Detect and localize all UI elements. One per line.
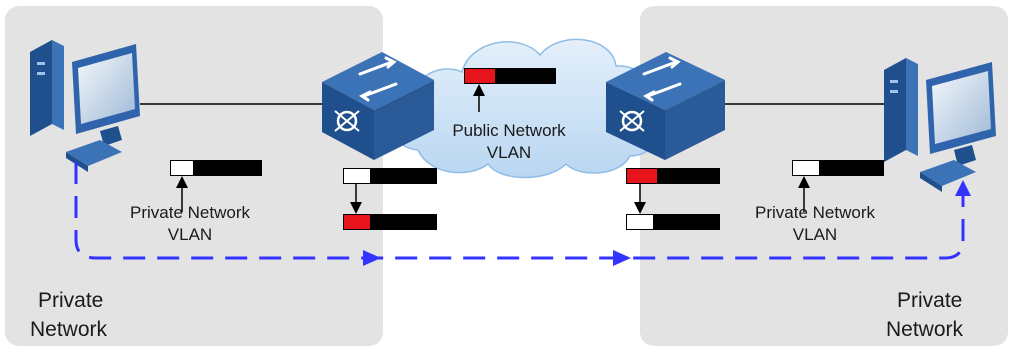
frame-right-untagged	[626, 214, 720, 230]
private-network-left-label-line1: Private	[38, 289, 103, 312]
pc-icon-right	[884, 58, 996, 192]
private-vlan-left-label-line2: VLAN	[168, 225, 212, 244]
private-vlan-right-label-line1: Private Network	[755, 203, 875, 222]
pc-icon-left	[30, 40, 140, 172]
private-network-left-label-line2: Network	[30, 318, 108, 341]
frame-left-double-tagged	[343, 214, 437, 230]
private-network-right-label-line1: Private	[897, 289, 962, 312]
frame-left-untagged	[343, 168, 437, 184]
frame-private-right	[792, 160, 884, 176]
public-network-label-line2: VLAN	[487, 143, 531, 162]
switch-icon-right	[606, 52, 725, 160]
frame-public-vlan	[464, 68, 556, 84]
private-vlan-right-label-line2: VLAN	[793, 225, 837, 244]
public-network-label-line1: Public Network	[452, 121, 566, 140]
frame-private-left	[170, 160, 262, 176]
private-vlan-left-label-line1: Private Network	[130, 203, 250, 222]
frame-right-double-tagged	[626, 168, 720, 184]
private-network-right-label-line2: Network	[886, 318, 964, 341]
traffic-flow-arrow	[74, 162, 971, 266]
switch-icon-left	[322, 52, 434, 160]
